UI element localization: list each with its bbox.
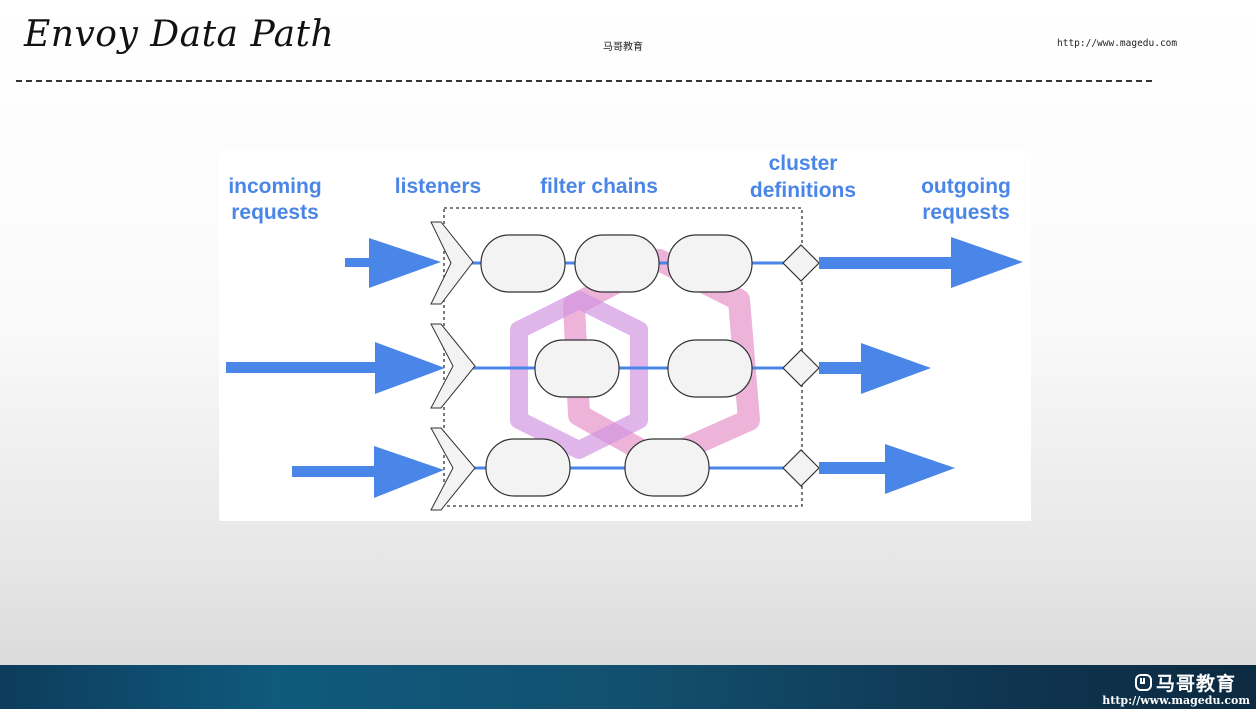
- data-path-row-1: [345, 221, 1023, 305]
- header-url: http://www.magedu.com: [1057, 38, 1178, 49]
- label-incoming-1: incoming: [228, 175, 321, 198]
- label-incoming-2: requests: [231, 201, 319, 224]
- filter-node: [574, 234, 660, 293]
- incoming-arrow-shaft: [345, 258, 375, 267]
- incoming-arrow-head: [369, 238, 441, 288]
- footer-logo-text: 马哥教育: [1155, 673, 1236, 695]
- filter-node: [667, 234, 753, 293]
- outgoing-arrow-shaft: [819, 462, 889, 474]
- data-path-row-2: [226, 323, 931, 409]
- incoming-arrow-head: [375, 342, 445, 394]
- cluster-diamond: [782, 349, 820, 387]
- listener-chevron: [430, 427, 476, 511]
- listener-chevron: [430, 221, 474, 305]
- outgoing-arrow-head: [885, 444, 955, 494]
- label-listeners: listeners: [395, 175, 481, 198]
- outgoing-arrow-head: [861, 343, 931, 394]
- footer-logo: 马哥教育: [1134, 669, 1236, 696]
- magedu-logo-icon: [1134, 674, 1152, 691]
- filter-node: [667, 339, 753, 398]
- incoming-arrow-head: [374, 446, 444, 498]
- slide-title: Envoy Data Path: [24, 14, 335, 55]
- watermark-hexagon-small: [510, 291, 648, 459]
- header-center-text: 马哥教育: [603, 42, 643, 53]
- filter-node: [624, 438, 710, 497]
- label-cluster-1: cluster: [769, 152, 838, 175]
- outgoing-arrow-shaft: [819, 257, 955, 269]
- cluster-diamond: [782, 449, 820, 487]
- label-cluster-2: definitions: [750, 179, 856, 202]
- label-outgoing-1: outgoing: [921, 175, 1011, 198]
- footer-bar: 马哥教育 http://www.magedu.com: [0, 665, 1256, 709]
- cluster-diamond: [782, 244, 820, 282]
- label-outgoing-2: requests: [922, 201, 1010, 224]
- incoming-arrow-shaft: [226, 362, 380, 373]
- header-divider: [16, 80, 1152, 82]
- footer-url: http://www.magedu.com: [1102, 694, 1250, 707]
- filter-node: [534, 339, 620, 398]
- incoming-arrow-shaft: [292, 466, 378, 477]
- envoy-data-path-diagram: incoming requests listeners filter chain…: [219, 150, 1031, 521]
- outgoing-arrow-shaft: [819, 362, 865, 374]
- listener-chevron: [430, 323, 476, 409]
- filter-node: [485, 438, 571, 497]
- data-path-row-3: [292, 427, 955, 511]
- filter-node: [480, 234, 566, 293]
- outgoing-arrow-head: [951, 237, 1023, 288]
- label-filter-chains: filter chains: [540, 175, 658, 198]
